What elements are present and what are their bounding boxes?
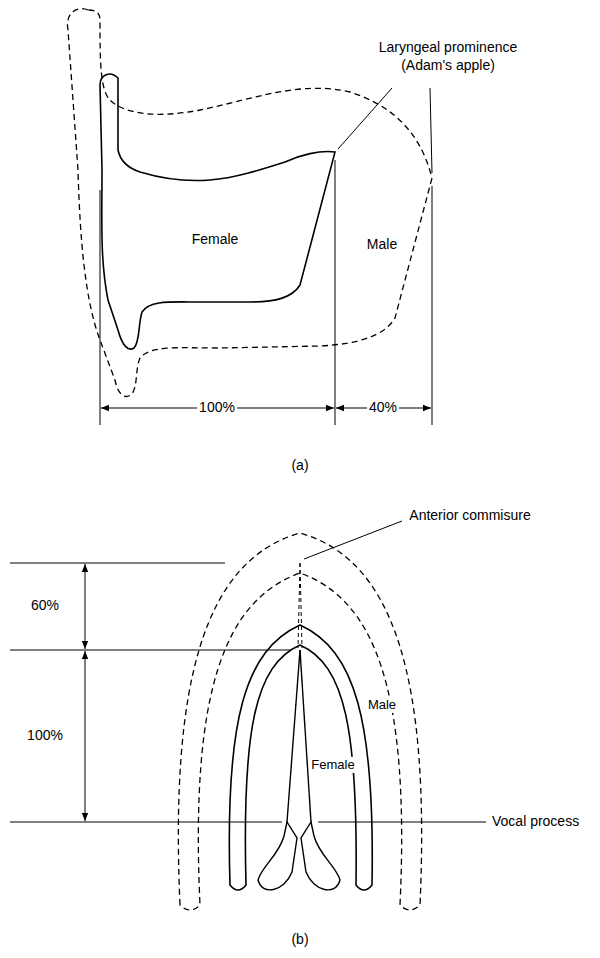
part-label: Laryngeal prominence (Adam's apple) — [366, 39, 530, 74]
dimension-label: 100% — [25, 727, 65, 745]
leader-lines — [304, 521, 486, 822]
figure-label: (b) — [289, 931, 310, 949]
dimension-label: 40% — [367, 399, 399, 417]
female-cartilage-outline — [229, 625, 372, 890]
female-thyroid-outline — [100, 74, 335, 349]
leader-lines — [338, 88, 432, 173]
group-label: Male — [365, 236, 399, 254]
group-label: Female — [190, 231, 241, 249]
dimension-lines — [100, 160, 432, 425]
dimension-label: 100% — [197, 399, 237, 417]
group-label: Female — [309, 757, 356, 773]
part-label: Anterior commisure — [407, 507, 532, 525]
dimension-label: 60% — [29, 597, 61, 615]
vocal-folds — [258, 563, 340, 890]
dimension-lines — [10, 563, 290, 822]
figure-label: (a) — [289, 457, 310, 475]
part-label: Vocal process — [490, 813, 581, 831]
group-label: Male — [366, 697, 398, 713]
male-cartilage-outline — [178, 533, 421, 910]
